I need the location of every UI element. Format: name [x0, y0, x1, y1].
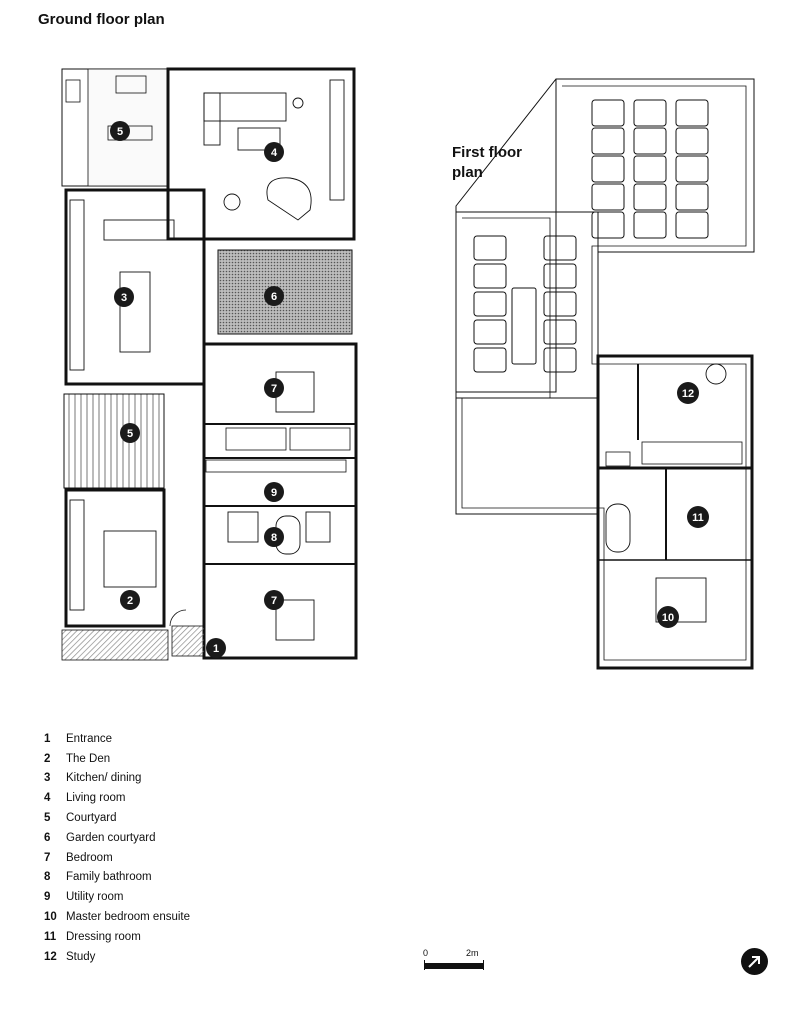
room-label-bathroom: 8	[271, 532, 277, 544]
legend-number: 2	[44, 752, 51, 765]
first-floor-title-line2: plan	[452, 164, 483, 181]
legend-item: 9 Utility room	[44, 887, 190, 907]
first-floor-roof-outline	[455, 78, 755, 669]
legend-label: Master bedroom ensuite	[66, 911, 191, 924]
first-floor-plan	[455, 78, 755, 670]
bedroom-wing-walls	[202, 342, 358, 660]
room-label-den: 2	[127, 595, 133, 607]
legend-number: 11	[44, 930, 57, 943]
legend-number: 8	[44, 871, 51, 884]
courtyard-decking	[63, 393, 165, 489]
legend-label: Kitchen/ dining	[66, 772, 142, 785]
den-walls	[64, 488, 166, 628]
study-and-stair-walls	[596, 354, 754, 470]
ground-floor-title: Ground floor plan	[38, 11, 165, 28]
legend-number: 12	[44, 950, 57, 963]
legend-label: Living room	[66, 792, 126, 805]
room-label-bedroom-upper: 7	[271, 383, 277, 395]
garden-courtyard	[217, 249, 353, 335]
legend-item: 6 Garden courtyard	[44, 828, 190, 848]
scale-end-label: 2m	[466, 948, 479, 958]
legend-item: 11 Dressing room	[44, 927, 190, 947]
room-label-bedroom-lower: 7	[271, 595, 277, 607]
legend-item: 7 Bedroom	[44, 848, 190, 868]
room-label-living: 4	[271, 147, 278, 159]
legend-label: The Den	[66, 752, 111, 765]
north-arrow-icon	[741, 948, 768, 975]
room-label-garden: 6	[271, 291, 277, 303]
legend-number: 10	[44, 911, 57, 924]
legend-number: 3	[44, 772, 51, 785]
legend-number: 4	[44, 792, 51, 805]
legend-item: 1 Entrance	[44, 729, 190, 749]
legend-label: Courtyard	[66, 812, 117, 825]
floor-plan-drawing: 1 2 3 4 5 5 6 7 7 8 9 10 11 12	[61, 67, 755, 670]
master-bedroom-walls	[596, 466, 754, 670]
room-label-study: 12	[682, 388, 694, 400]
legend-number: 1	[44, 732, 51, 745]
legend-label: Family bathroom	[66, 871, 152, 884]
entrance-hatch	[61, 629, 169, 661]
legend-label: Entrance	[66, 732, 113, 745]
room-label-courtyard-mid: 5	[127, 428, 133, 440]
legend-item: 3 Kitchen/ dining	[44, 769, 190, 789]
living-room-walls	[166, 67, 356, 241]
legend-item: 8 Family bathroom	[44, 868, 190, 888]
first-floor-title-line1: First floor	[452, 144, 522, 161]
room-label-utility: 9	[271, 487, 277, 499]
legend-item: 4 Living room	[44, 788, 190, 808]
legend-number: 9	[44, 891, 51, 904]
solar-panels-left	[473, 235, 577, 373]
legend-label: Dressing room	[66, 930, 141, 943]
legend-label: Bedroom	[66, 851, 113, 864]
legend: 1 Entrance 2 The Den 3 Kitchen/ dining 4 Living…	[44, 729, 190, 967]
room-label-kitchen: 3	[121, 292, 127, 304]
legend-item: 10 Master bedroom ensuite	[44, 907, 190, 927]
room-label-dressing: 11	[692, 512, 704, 524]
legend-label: Garden courtyard	[66, 831, 156, 844]
legend-label: Study	[66, 950, 96, 963]
room-markers	[110, 121, 709, 658]
room-label-courtyard-top: 5	[117, 126, 123, 138]
scale-start-label: 0	[423, 948, 429, 958]
room-label-master: 10	[662, 612, 674, 624]
ground-floor-plan	[61, 67, 358, 661]
kitchen-dining-walls	[64, 188, 206, 386]
solar-panels-top	[591, 99, 709, 239]
legend-item: 2 The Den	[44, 749, 190, 769]
first-floor-title: First floor plan	[452, 143, 522, 183]
legend-number: 5	[44, 812, 51, 825]
scale-bar	[424, 960, 484, 970]
legend-item: 12 Study	[44, 947, 190, 967]
legend-item: 5 Courtyard	[44, 808, 190, 828]
legend-number: 6	[44, 831, 51, 844]
room-label-entrance: 1	[213, 643, 219, 655]
legend-label: Utility room	[66, 891, 124, 904]
legend-number: 7	[44, 851, 51, 864]
